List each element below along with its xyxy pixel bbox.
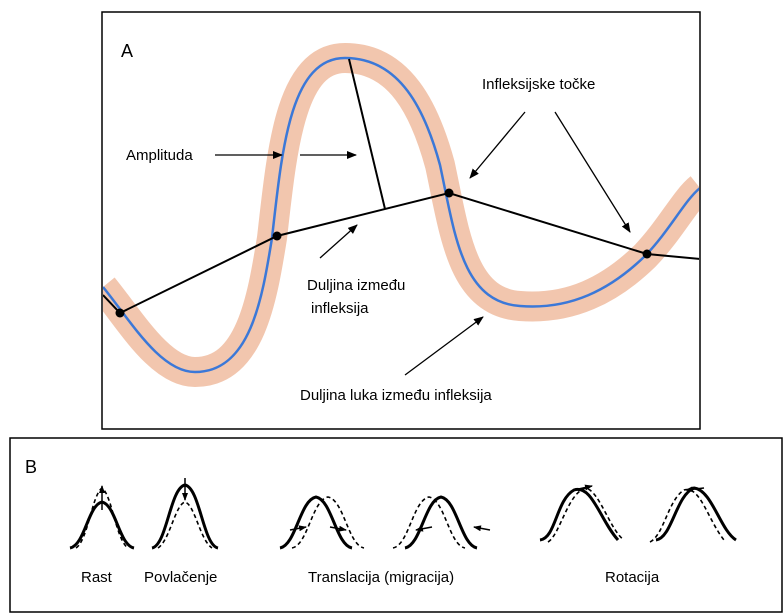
translation-sketch-1 [279,495,365,550]
inflection-points-label: Infleksijske točke [482,76,595,93]
rotation-sketch-2 [649,486,737,543]
panel-a-frame [101,11,701,430]
translation-caption: Translacija (migracija) [308,569,454,586]
retreat-caption: Povlačenje [144,569,217,586]
inflection-point-4 [642,249,652,259]
inflection-point-3 [444,188,454,198]
channel-band [103,43,699,387]
inflection-arrow-1 [469,111,526,179]
centerline [103,56,699,374]
amplitude-label: Amplituda [126,147,193,164]
length-label-line1: Duljina između [307,277,405,294]
inflection-point-1 [115,308,125,318]
amplitude-line [348,58,386,210]
rotation-sketch-1 [539,484,625,543]
arc-length-arrow [404,316,484,376]
panel-a-letter: A [121,41,133,61]
panel-b-frame [9,437,783,613]
growth-sketch [69,485,135,550]
rotation-caption: Rotacija [605,569,660,586]
panel-b: B Rast Povlačenje Translac [9,437,783,613]
length-label-line2: infleksija [311,300,369,317]
inflection-arrow-2 [554,111,631,233]
retreat-sketch [151,478,219,550]
length-arrow [319,224,358,259]
arc-length-label: Duljina luka između infleksija [300,387,492,404]
panel-b-letter: B [25,457,37,477]
inflection-point-2 [272,231,282,241]
panel-a: A Amplituda Infleksijske točke Duljina i… [101,11,701,430]
translation-sketch-2 [392,495,491,550]
growth-caption: Rast [81,569,113,586]
